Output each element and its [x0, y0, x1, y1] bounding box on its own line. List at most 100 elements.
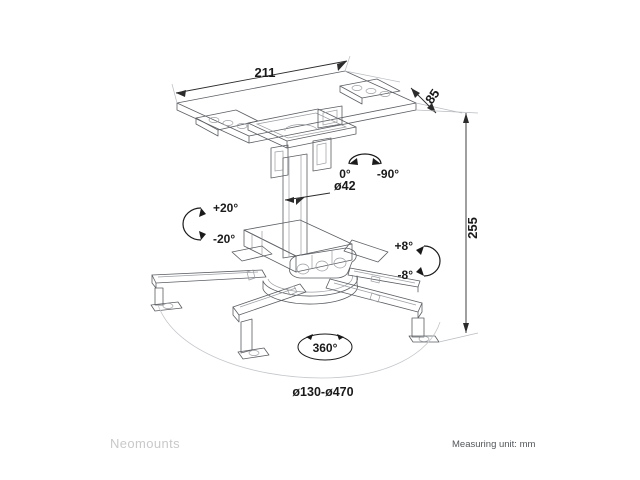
- turntable-front-arc: [262, 275, 358, 297]
- arm-clamp-4: [370, 275, 381, 284]
- angle-label-rotation: 360°: [313, 341, 338, 355]
- arrow-211-right: [337, 61, 347, 71]
- measuring-unit-note: Measuring unit: mm: [452, 439, 536, 450]
- dim-label-211: 211: [255, 65, 276, 80]
- angle-tilt-group: +20° -20°: [182, 201, 238, 246]
- ext-85-top: [344, 70, 401, 83]
- ext-211-left: [171, 83, 178, 104]
- angle-swivel-group: 0° -90°: [339, 153, 399, 181]
- left-wing-thickness: [195, 117, 219, 137]
- hanger-tab-left-slot: [274, 150, 284, 172]
- left-wing-plate: [195, 109, 259, 131]
- ceiling-plate-group: [176, 70, 417, 179]
- ext-255-bottom: [438, 332, 479, 343]
- dim-label-span-range: ø130-ø470: [292, 385, 353, 399]
- plate-riser-block: [317, 105, 343, 129]
- arm-front-left-groove: [239, 287, 297, 308]
- head-wing-right: [343, 239, 389, 263]
- right-wing-plate: [339, 78, 401, 99]
- spider-arms-group: [150, 267, 440, 360]
- arm-front-left-foot-hole: [248, 350, 260, 356]
- turntable-group: [262, 274, 358, 305]
- dimline-211: [175, 60, 348, 94]
- right-wing-hole-2: [365, 88, 377, 94]
- angle-roll-group: +8° -8°: [395, 239, 441, 282]
- arrow-85-top: [411, 88, 420, 98]
- arm-clamp-1: [246, 269, 256, 281]
- arm-back-left: [151, 269, 267, 284]
- head-wing-left: [231, 245, 273, 262]
- plate-recess-side: [247, 122, 288, 149]
- ellipse-rotation: [297, 333, 353, 361]
- ext-255-top: [415, 109, 479, 114]
- arrow-rotation-right: [337, 334, 344, 340]
- leader-pole: [304, 192, 331, 198]
- arm-front-left-leg: [240, 318, 253, 354]
- plate-riser-face: [322, 109, 338, 126]
- angle-label-swivel-min: 0°: [339, 167, 351, 181]
- left-wing-hole-3: [236, 123, 248, 129]
- plate-recess-front: [286, 126, 357, 149]
- arc-swivel: [348, 153, 382, 165]
- right-wing-hole-1: [351, 85, 363, 91]
- hanger-tab-right: [312, 137, 332, 172]
- dim-label-pole-diameter: ø42: [334, 179, 356, 193]
- arm-back-left-foot: [150, 301, 183, 312]
- arrow-pole-right: [296, 197, 305, 205]
- arrow-tilt-bottom: [199, 231, 206, 240]
- arrow-swivel-left: [349, 158, 358, 165]
- arm-clamp-3: [369, 292, 381, 303]
- dimension-depth-85: 85: [344, 70, 463, 114]
- arrow-tilt-top: [199, 208, 206, 217]
- arrow-rotation-left: [306, 334, 313, 340]
- left-wing-hole-1: [208, 117, 220, 123]
- arm-back-left-end: [151, 274, 157, 289]
- turntable-inner-arc: [267, 274, 353, 293]
- arrow-roll-top: [416, 246, 424, 255]
- arm-back-right-groove: [353, 270, 416, 284]
- pivot-bolt-1: [296, 263, 310, 275]
- extension-pole: [282, 153, 308, 259]
- arrow-pole-left: [285, 197, 294, 203]
- dimension-height-255: 255: [415, 109, 480, 343]
- arc-roll: [423, 245, 441, 277]
- plate-center-inner: [255, 112, 348, 139]
- arm-back-left-groove: [157, 271, 259, 278]
- left-wing-hole-2: [222, 120, 234, 126]
- pivot-barrel: [289, 247, 357, 279]
- arm-back-left-leg: [154, 287, 164, 306]
- angle-rotation-group: 360°: [297, 333, 353, 361]
- angle-label-roll-min: -8°: [398, 268, 414, 282]
- angle-label-roll-max: +8°: [395, 239, 414, 253]
- span-footprint-arc: [157, 304, 441, 379]
- angle-label-tilt-max: +20°: [213, 201, 238, 215]
- arm-front-left: [232, 283, 307, 316]
- arm-front-left-end: [232, 306, 240, 323]
- arrow-85-bottom: [427, 103, 436, 113]
- arm-front-right-leg: [411, 317, 425, 338]
- arm-front-left-foot: [237, 347, 270, 360]
- hanger-tab-right-slot: [316, 142, 327, 166]
- right-wing-thickness: [339, 85, 363, 105]
- ext-85-bottom: [415, 102, 463, 114]
- arm-clamp-2: [286, 285, 298, 296]
- angle-label-tilt-min: -20°: [213, 232, 235, 246]
- ext-211-right: [344, 55, 351, 72]
- dim-label-85: 85: [422, 86, 443, 106]
- arrow-roll-bottom: [416, 267, 424, 276]
- dimension-pole-diameter: ø42: [284, 179, 356, 205]
- pivot-bolt-3: [333, 257, 347, 269]
- arm-front-right: [325, 278, 423, 313]
- extension-pole-group: [282, 153, 308, 259]
- pivot-bolt-2: [315, 260, 329, 272]
- plate-center-arc: [284, 124, 318, 132]
- arm-front-right-end: [417, 302, 423, 319]
- right-wing-hole-3: [379, 91, 391, 97]
- turntable-rim: [262, 275, 358, 305]
- dim-label-255: 255: [465, 217, 480, 239]
- arrow-255-bottom: [463, 323, 469, 333]
- ceiling-plate-edge-left: [176, 102, 250, 144]
- arm-back-left-foot-hole: [162, 303, 174, 309]
